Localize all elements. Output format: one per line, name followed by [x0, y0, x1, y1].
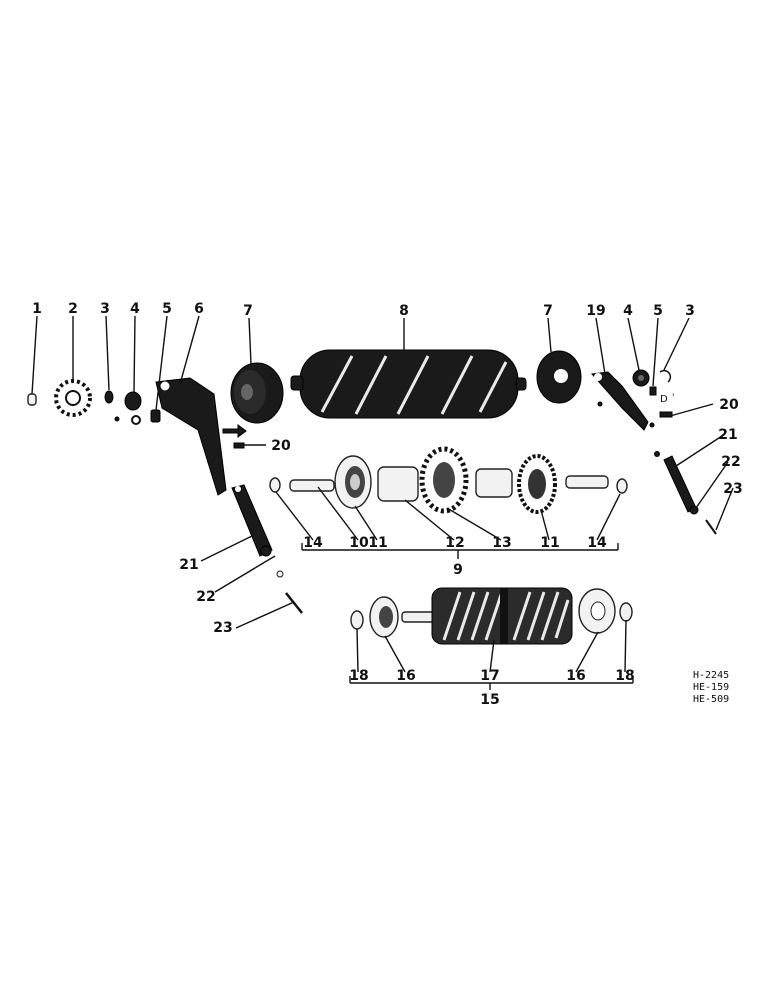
part-12-spacer — [377, 466, 419, 502]
assembly-9 — [269, 446, 628, 559]
part-4-nut-left — [124, 391, 142, 425]
assembly-15 — [349, 587, 634, 690]
part-5-bolt-right — [649, 386, 657, 396]
callout-11-left: 11 — [368, 535, 387, 551]
callout-19: 19 — [586, 303, 605, 319]
callout-4-left: 4 — [130, 301, 140, 317]
part-17-shaft-end — [401, 611, 437, 623]
part-14-washer-left — [269, 477, 281, 493]
part-18-snap-ring-left — [350, 610, 364, 630]
part-17-roller — [431, 587, 573, 645]
part-16-bearing-right — [578, 588, 616, 634]
ref-code-2: HE-159 — [693, 682, 729, 693]
part-10-shaft-right — [565, 475, 609, 489]
part-3-washer-right: D ' — [659, 369, 674, 405]
callout-11-right: 11 — [540, 535, 559, 551]
callout-8: 8 — [399, 303, 409, 319]
part-20-key-left — [222, 424, 247, 449]
callout-numbers: 1 2 3 4 5 6 7 8 7 19 4 5 3 20 20 21 22 2… — [32, 301, 743, 708]
callout-18-left: 18 — [349, 668, 368, 684]
part-16-bearing-left — [369, 596, 399, 638]
part-13-gear — [419, 446, 469, 514]
ref-code-3: HE-509 — [693, 694, 729, 705]
callout-22-right: 22 — [721, 454, 740, 470]
callout-2: 2 — [68, 301, 78, 317]
part-23-cotter-right — [705, 519, 717, 535]
callout-20-right: 20 — [719, 397, 739, 413]
part-1-bushing — [27, 393, 37, 406]
part-18-snap-ring-right — [619, 602, 633, 622]
callout-20-left: 20 — [271, 438, 291, 454]
callout-17: 17 — [480, 668, 499, 684]
svg-text:D: D — [660, 394, 668, 405]
callout-7-left: 7 — [243, 303, 253, 319]
reference-codes: H-2245 HE-159 HE-509 — [693, 670, 729, 705]
callout-3-right: 3 — [685, 303, 695, 319]
part-8-roller — [290, 349, 527, 419]
callout-6: 6 — [194, 301, 204, 317]
ref-code-1: H-2245 — [693, 670, 729, 681]
callout-16-left: 16 — [396, 668, 415, 684]
part-11-cone-right — [517, 454, 557, 514]
callout-7-right: 7 — [543, 303, 553, 319]
callout-18-right: 18 — [615, 668, 634, 684]
callout-5-right: 5 — [653, 303, 663, 319]
part-21-link-left — [231, 484, 273, 557]
callout-14-left: 14 — [303, 535, 323, 551]
callout-16-right: 16 — [566, 668, 585, 684]
part-10-shaft — [289, 479, 335, 492]
callout-14-right: 14 — [587, 535, 607, 551]
part-2-sprocket — [54, 379, 92, 417]
callout-4-right: 4 — [623, 303, 633, 319]
part-22-pin-left — [276, 570, 284, 578]
part-14-washer-right — [616, 478, 628, 494]
callout-3-left: 3 — [100, 301, 110, 317]
part-20-key-right — [649, 411, 673, 428]
callout-22-left: 22 — [196, 589, 215, 605]
callout-13: 13 — [492, 535, 511, 551]
leader-lines — [31, 315, 734, 673]
part-3-washer-left — [104, 390, 120, 422]
callout-23-left: 23 — [213, 620, 232, 636]
part-5-bolt-left — [150, 409, 161, 423]
part-19-arm-right — [590, 371, 649, 431]
callout-1: 1 — [32, 301, 42, 317]
callout-5-left: 5 — [162, 301, 172, 317]
part-7-hub-right — [536, 350, 582, 404]
callout-12: 12 — [445, 535, 464, 551]
callout-10: 10 — [349, 535, 369, 551]
part-23-cotter-left — [285, 592, 303, 614]
callout-23-right: 23 — [723, 481, 742, 497]
part-21-link-right — [654, 451, 697, 513]
part-11-cone-left — [334, 455, 372, 509]
part-6-arm-left — [155, 377, 227, 496]
part-4-nut-right — [632, 369, 650, 387]
callout-15: 15 — [480, 692, 499, 708]
part-sleeve — [475, 468, 513, 498]
callout-21-right: 21 — [718, 427, 737, 443]
part-7-hub-left — [230, 362, 284, 424]
svg-text:': ' — [672, 393, 674, 403]
callout-9: 9 — [453, 562, 463, 578]
callout-21-left: 21 — [179, 557, 198, 573]
